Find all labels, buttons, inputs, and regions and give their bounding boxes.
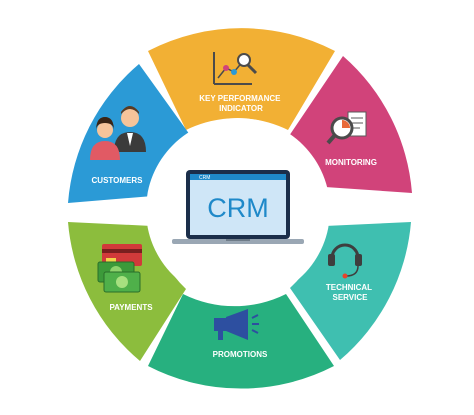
document-magnifier-icon	[326, 111, 367, 145]
segment-kpi-label-line-2: INDICATOR	[219, 104, 263, 113]
segment-kpi-shape	[148, 28, 335, 130]
megaphone-icon	[214, 309, 259, 340]
segment-promotions-shape	[148, 294, 334, 389]
segment-promotions: PROMOTIONS	[148, 294, 334, 389]
segment-kpi-label-line-1: KEY PERFORMANCE	[199, 94, 281, 103]
segment-promotions-label-line-1: PROMOTIONS	[213, 350, 268, 359]
segment-monitoring: MONITORING	[289, 56, 412, 193]
segment-technical-service-shape	[290, 222, 411, 360]
segment-kpi: KEY PERFORMANCE INDICATOR	[148, 28, 335, 130]
users-icon	[90, 106, 146, 160]
segment-monitoring-label: MONITORING	[325, 158, 377, 167]
crm-title: CRM	[207, 193, 269, 223]
segment-customers-label: CUSTOMERS	[92, 176, 144, 185]
segment-payments: PAYMENTS	[68, 222, 186, 361]
segment-promotions-label: PROMOTIONS	[213, 350, 268, 359]
laptop-icon: CRM	[172, 170, 304, 244]
segment-technical-service-label-line-1: TECHNICAL	[326, 283, 372, 292]
laptop-screen-tag: CRM	[199, 175, 210, 181]
segment-technical-service: TECHNICAL SERVICE	[290, 222, 411, 360]
segment-payments-label: PAYMENTS	[109, 303, 153, 312]
segment-technical-service-label-line-2: SERVICE	[333, 293, 369, 302]
segment-customers-label-line-1: CUSTOMERS	[92, 176, 144, 185]
segment-monitoring-label-line-1: MONITORING	[325, 158, 377, 167]
segment-technical-service-label: TECHNICAL SERVICE	[326, 283, 374, 302]
money-card-icon	[97, 244, 142, 293]
headset-icon	[328, 243, 362, 279]
center-hub: CRM CRM	[146, 118, 330, 302]
segment-kpi-label: KEY PERFORMANCE INDICATOR	[199, 94, 282, 113]
segment-payments-label-line-1: PAYMENTS	[109, 303, 153, 312]
chart-magnifier-icon	[213, 52, 258, 85]
